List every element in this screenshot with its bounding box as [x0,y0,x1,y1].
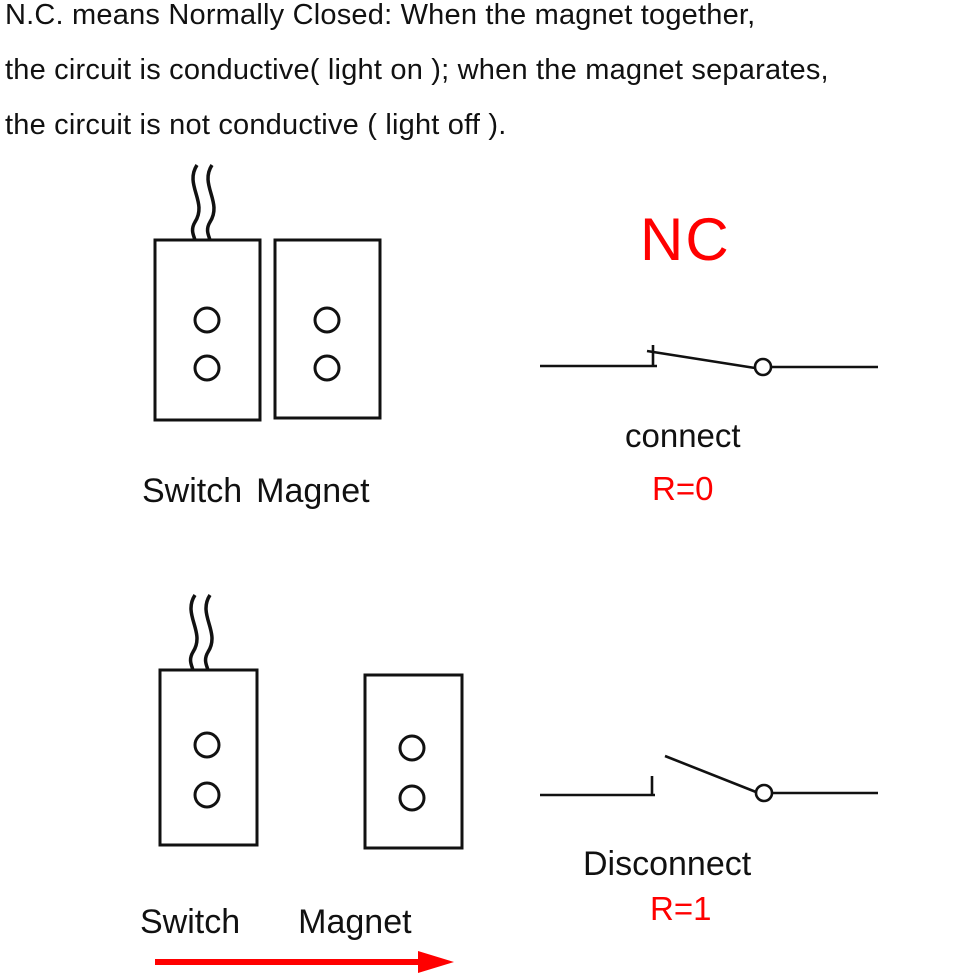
symbol-pivot-circle [753,357,773,377]
nc-symbol-title: NC [640,206,731,273]
closed-state-caption: Switch Magnet [142,472,370,511]
switch-hole-bottom [193,781,221,809]
switch-hole-top [193,731,221,759]
disconnect-label: Disconnect [583,845,752,883]
switch-body [153,238,262,422]
switch-label: Switch [142,472,243,510]
nc-symbol-closed [540,345,878,377]
connect-label: connect [625,417,741,454]
cable-wire-left [190,164,201,243]
magnet-hole-top [313,306,341,334]
arrow-head [418,951,454,973]
symbol-pivot-circle [754,783,774,803]
magnet-hole-top [398,734,426,762]
magnet-hole-bottom [398,784,426,812]
closed-state-figure [153,164,382,422]
magnet-body [273,238,382,420]
resistance-one-label: R=1 [650,890,712,927]
explanation-text: N.C. means Normally Closed: When the mag… [5,0,829,153]
open-state-caption: Switch Magnet [140,903,412,942]
magnet-label: Magnet [256,472,370,510]
cable-wire-left [188,594,199,673]
switch-hole-bottom [193,354,221,382]
explanation-line-1: N.C. means Normally Closed: When the mag… [5,0,756,31]
magnet-label: Magnet [298,903,412,941]
cable-wire-right [203,594,214,673]
switch-label: Switch [140,903,241,941]
symbol-lever-closed [646,349,756,370]
resistance-zero-label: R=0 [652,470,714,507]
open-state-figure [158,594,464,850]
explanation-line-2: the circuit is conductive( light on ); w… [5,54,829,86]
separation-direction-arrow [155,951,454,973]
cable-wire-right [205,164,216,243]
nc-symbol-open [540,754,878,803]
explanation-line-3: the circuit is not conductive ( light of… [5,109,507,141]
symbol-lever-open [664,754,757,794]
switch-hole-top [193,306,221,334]
magnet-body [363,673,464,850]
magnet-hole-bottom [313,354,341,382]
